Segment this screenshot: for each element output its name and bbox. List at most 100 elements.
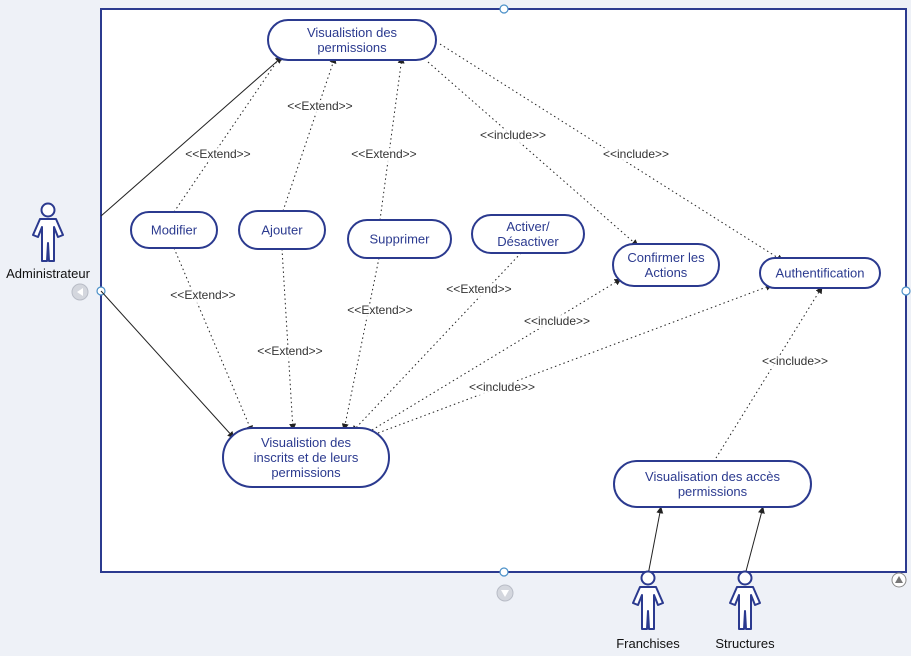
usecase-shape[interactable] [759,257,881,289]
edge-ajouter-to-visu-inscrits[interactable]: <<Extend>> [253,248,327,431]
edge-label: <<Extend>> [347,303,412,317]
edge-modifier-to-visu-inscrits[interactable]: <<Extend>> [166,247,253,433]
edge-line[interactable] [715,286,823,459]
edge-label-bg [166,289,240,303]
edge-admin-to-visu-inscrits[interactable] [100,290,235,439]
usecase-label: permissions [271,465,341,480]
usecase-label: Confirmer les [627,250,705,265]
usecase-label: Visualistion des [261,435,352,450]
usecase-ajouter[interactable]: Ajouter [238,210,326,250]
edge-visu-perm-to-auth[interactable]: <<include>> [439,43,784,262]
usecase-label: permissions [317,40,387,55]
edge-modifier-to-visu-perm[interactable]: <<Extend>> [173,53,283,213]
edge-visu-perm-to-confirmer[interactable]: <<include>> [427,61,639,247]
usecase-label: permissions [678,484,748,499]
usecase-label: Modifier [151,223,198,238]
usecase-shape[interactable] [238,210,326,250]
handle-top[interactable] [499,4,509,14]
edge-label: <<Extend>> [287,99,352,113]
edge-label-bg [181,148,255,162]
edge-line[interactable] [427,61,639,247]
usecase-supprimer[interactable]: Supprimer [347,219,452,259]
edge-label-bg [347,148,421,162]
usecase-activer[interactable]: Activer/Désactiver [471,214,585,254]
edges-layer: <<Extend>><<Extend>><<Extend>><<include>… [100,43,832,576]
usecase-label: Visualistion des [307,25,398,40]
actor-admin[interactable]: Administrateur [6,202,91,282]
edge-visu-acces-to-auth[interactable]: <<include>> [715,286,832,459]
edge-label: <<include>> [524,314,590,328]
edge-label-bg [283,100,357,114]
edge-visu-inscrits-to-auth[interactable]: <<include>> [377,283,773,434]
edge-label: <<Extend>> [185,147,250,161]
edge-line[interactable] [647,506,664,576]
edge-supprimer-to-visu-perm[interactable]: <<Extend>> [347,56,421,221]
edge-line[interactable] [100,290,235,439]
edge-line[interactable] [100,56,283,217]
actor-franchises[interactable]: Franchises [616,570,680,652]
usecase-shape[interactable] [612,243,720,287]
actor-label: Administrateur [6,266,90,281]
selection-handles[interactable] [96,4,911,577]
edge-line[interactable] [282,56,337,212]
usecase-shape[interactable] [222,427,390,488]
edge-label-bg [253,345,327,359]
usecase-label: Actions [645,265,688,280]
usecase-shape[interactable] [267,19,437,61]
usecase-shape[interactable] [130,211,218,249]
scroll-down-button[interactable] [496,584,514,602]
edge-label-bg [343,304,417,318]
usecase-shape[interactable] [471,214,585,254]
usecase-auth[interactable]: Authentification [759,257,881,289]
edge-ajouter-to-visu-perm[interactable]: <<Extend>> [282,56,357,212]
scroll-up-button[interactable] [891,572,907,588]
edge-label-bg [599,148,673,162]
edge-franchises-to-visu-acces[interactable] [647,506,664,576]
edge-label-bg [476,129,550,143]
usecase-label: inscrits et de leurs [254,450,359,465]
usecase-label: Supprimer [370,232,431,247]
edge-line[interactable] [744,506,765,576]
usecase-label: Visualisation des accès [645,469,780,484]
edge-label: <<include>> [480,128,546,142]
edge-line[interactable] [281,248,297,431]
edge-supprimer-to-visu-inscrits[interactable]: <<Extend>> [341,257,417,431]
scroll-left-button[interactable] [71,283,89,301]
edge-label: <<include>> [762,354,828,368]
edge-label: <<include>> [603,147,669,161]
actor-figure-icon[interactable] [632,570,664,630]
usecase-label: Désactiver [497,234,559,249]
edge-label-bg [442,283,516,297]
handle-right[interactable] [901,286,911,296]
edge-visu-inscrits-to-confirmer[interactable]: <<include>> [371,278,622,431]
edge-line[interactable] [173,247,253,433]
edge-line[interactable] [173,53,283,213]
edge-label: <<include>> [469,380,535,394]
actor-figure-icon[interactable] [729,570,761,630]
actor-structures[interactable]: Structures [715,570,775,652]
edge-line[interactable] [379,56,405,221]
actor-figure-icon[interactable] [32,202,64,262]
usecase-modifier[interactable]: Modifier [130,211,218,249]
edge-label-bg [520,315,594,329]
edge-label-bg [465,381,539,395]
edge-line[interactable] [351,252,522,433]
edge-label: <<Extend>> [351,147,416,161]
usecase-shape[interactable] [613,460,812,508]
edge-label-bg [758,355,832,369]
edge-structures-to-visu-acces[interactable] [744,506,765,576]
actor-label: Structures [715,636,775,651]
edge-activer-to-visu-inscrits[interactable]: <<Extend>> [351,252,522,433]
edge-admin-to-visu-perm[interactable] [100,56,283,217]
usecase-label: Ajouter [261,223,303,238]
handle-bottom[interactable] [499,567,509,577]
edge-label: <<Extend>> [257,344,322,358]
usecase-shape[interactable] [347,219,452,259]
